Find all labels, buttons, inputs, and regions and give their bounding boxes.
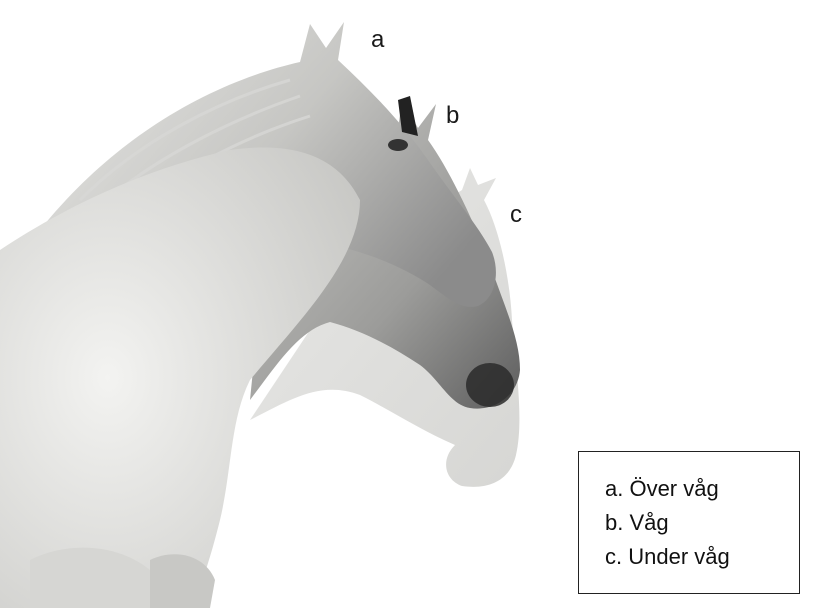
legend-item-c: c. Under våg xyxy=(605,540,799,574)
legend-box: a. Över våg b. Våg c. Under våg xyxy=(578,451,800,594)
label-a: a xyxy=(371,28,384,52)
legend-item-b: b. Våg xyxy=(605,506,799,540)
label-b: b xyxy=(446,104,459,128)
label-c: c xyxy=(510,203,522,227)
legend-item-a: a. Över våg xyxy=(605,472,799,506)
